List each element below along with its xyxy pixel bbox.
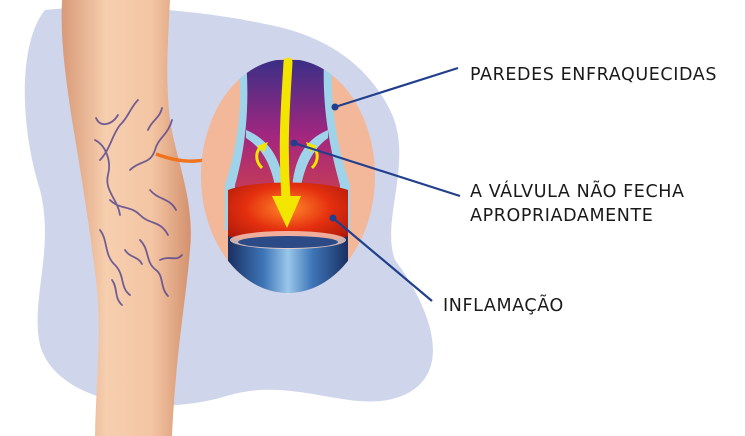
label-valve-not-closing: A VÁLVULA NÃO FECHA APROPRIADAMENTE [470,180,685,228]
label-valve-line2: APROPRIADAMENTE [470,204,685,228]
label-inflammation-text: INFLAMAÇÃO [443,294,564,318]
label-weakened-walls-text: PAREDES ENFRAQUECIDAS [470,63,717,87]
label-valve-line1: A VÁLVULA NÃO FECHA [470,180,685,204]
label-weakened-walls: PAREDES ENFRAQUECIDAS [470,63,717,87]
blood-flow-arrow [284,62,288,200]
label-inflammation: INFLAMAÇÃO [443,294,564,318]
